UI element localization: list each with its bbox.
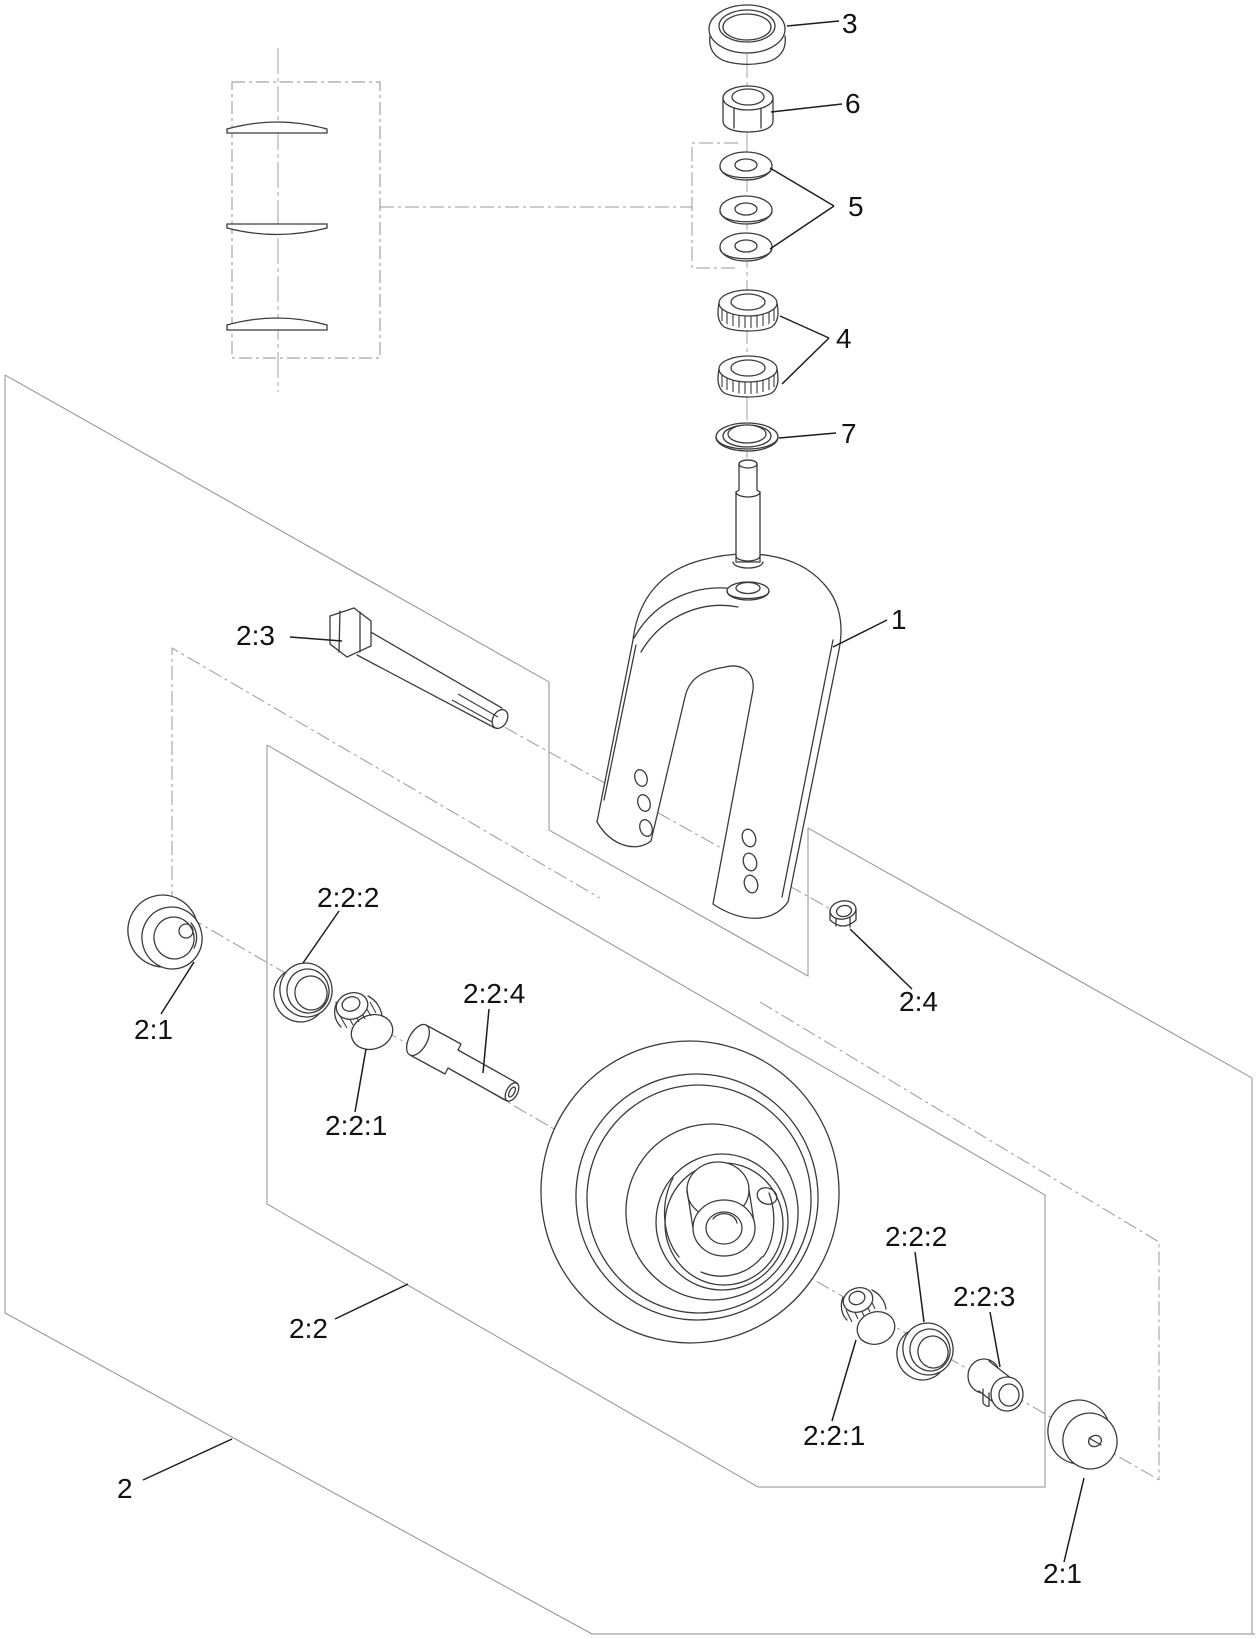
part-axle-tube <box>405 1023 520 1102</box>
fork-hole <box>639 819 653 837</box>
fork-hole <box>741 828 757 848</box>
callout-label-spacer-left[interactable]: 2:1 <box>134 1014 173 1045</box>
inner-panel-outline <box>266 744 1046 1488</box>
part-bushing <box>967 1358 1024 1412</box>
callouts: 3 6 5 4 7 1 2:3 2:2:2 <box>117 8 1085 1589</box>
fork-hole <box>743 874 759 894</box>
bushing-notch <box>982 1388 990 1407</box>
callout-axle-tube[interactable]: 2:2:4 <box>463 978 525 1074</box>
callout-label-bearing-right[interactable]: 2:2:1 <box>803 1420 865 1451</box>
callout-label-stem-nut[interactable]: 6 <box>845 88 861 119</box>
callout-label-washers[interactable]: 5 <box>848 191 864 222</box>
callout-label-spacer-right[interactable]: 2:1 <box>1043 1558 1082 1589</box>
callout-label-seal-right[interactable]: 2:2:2 <box>885 1221 947 1252</box>
callout-seal-left[interactable]: 2:2:2 <box>302 882 379 964</box>
callout-label-seal-left[interactable]: 2:2:2 <box>317 882 379 913</box>
callout-cap[interactable]: 3 <box>786 8 858 39</box>
part-fork <box>596 459 842 919</box>
reference-panels <box>4 48 1255 1635</box>
callout-label-bearing-left[interactable]: 2:2:1 <box>325 1110 387 1141</box>
fork-body <box>596 553 842 919</box>
callout-spacer-left[interactable]: 2:1 <box>134 961 195 1045</box>
part-axle-bolt <box>329 607 509 730</box>
callout-label-caster-assembly[interactable]: 2 <box>117 1473 133 1504</box>
callout-caster-assembly[interactable]: 2 <box>117 1438 233 1504</box>
fork-hole <box>637 794 651 812</box>
hub-bore <box>705 1211 743 1245</box>
left-region-box <box>171 647 601 905</box>
callout-label-fork[interactable]: 1 <box>891 604 907 635</box>
callout-label-axle-bolt[interactable]: 2:3 <box>236 620 275 651</box>
callout-bearing-pair[interactable]: 4 <box>779 315 852 385</box>
fork-hole <box>742 852 758 872</box>
part-bearing-right <box>840 1287 896 1345</box>
washer-plate <box>226 121 328 134</box>
callout-label-axle-tube[interactable]: 2:2:4 <box>463 978 525 1009</box>
fork-stem <box>735 459 761 563</box>
part-wheel <box>540 1040 840 1344</box>
part-spacer-right <box>1047 1399 1118 1470</box>
callout-wheel-assembly[interactable]: 2:2 <box>289 1283 409 1344</box>
part-spacer-left <box>127 894 203 970</box>
callout-label-bearing-pair[interactable]: 4 <box>836 323 852 354</box>
part-axle-nut <box>829 900 857 928</box>
part-seal-left <box>273 962 333 1023</box>
part-bearing-pair <box>717 289 779 398</box>
callout-label-axle-nut[interactable]: 2:4 <box>899 986 938 1017</box>
callout-seal-top[interactable]: 7 <box>778 418 857 449</box>
rim-hole <box>756 1187 778 1205</box>
callout-label-bushing[interactable]: 2:2:3 <box>953 1281 1015 1312</box>
callout-label-cap[interactable]: 3 <box>842 8 858 39</box>
part-bearing-left <box>334 992 394 1051</box>
projection-box <box>231 81 381 359</box>
fork-hole <box>634 769 648 787</box>
callout-stem-nut[interactable]: 6 <box>770 88 861 119</box>
callout-label-wheel-assembly[interactable]: 2:2 <box>289 1313 328 1344</box>
washer-bracket <box>691 142 738 269</box>
bolt-tip <box>491 708 509 730</box>
callout-label-seal-top[interactable]: 7 <box>841 418 857 449</box>
part-seal-top <box>715 422 779 452</box>
callout-washers[interactable]: 5 <box>769 167 864 250</box>
part-seal-right <box>896 1322 954 1381</box>
callout-bushing[interactable]: 2:2:3 <box>953 1281 1015 1368</box>
outer-panel-outline <box>4 374 550 683</box>
callout-bearing-right[interactable]: 2:2:1 <box>803 1339 865 1451</box>
right-region-box <box>759 1001 1160 1480</box>
callout-axle-bolt[interactable]: 2:3 <box>236 620 343 651</box>
callout-bearing-left[interactable]: 2:2:1 <box>325 1048 387 1141</box>
washer-plate <box>226 317 328 331</box>
hub-spokes <box>663 1177 775 1277</box>
callout-seal-right[interactable]: 2:2:2 <box>885 1221 947 1323</box>
part-washers <box>719 151 773 262</box>
washer-plate <box>226 223 328 236</box>
fork-boss <box>726 581 770 601</box>
callout-fork[interactable]: 1 <box>832 604 907 648</box>
part-stem-nut <box>722 85 774 133</box>
callout-axle-nut[interactable]: 2:4 <box>849 928 938 1017</box>
part-cap <box>708 4 786 65</box>
callout-spacer-right[interactable]: 2:1 <box>1043 1477 1085 1589</box>
